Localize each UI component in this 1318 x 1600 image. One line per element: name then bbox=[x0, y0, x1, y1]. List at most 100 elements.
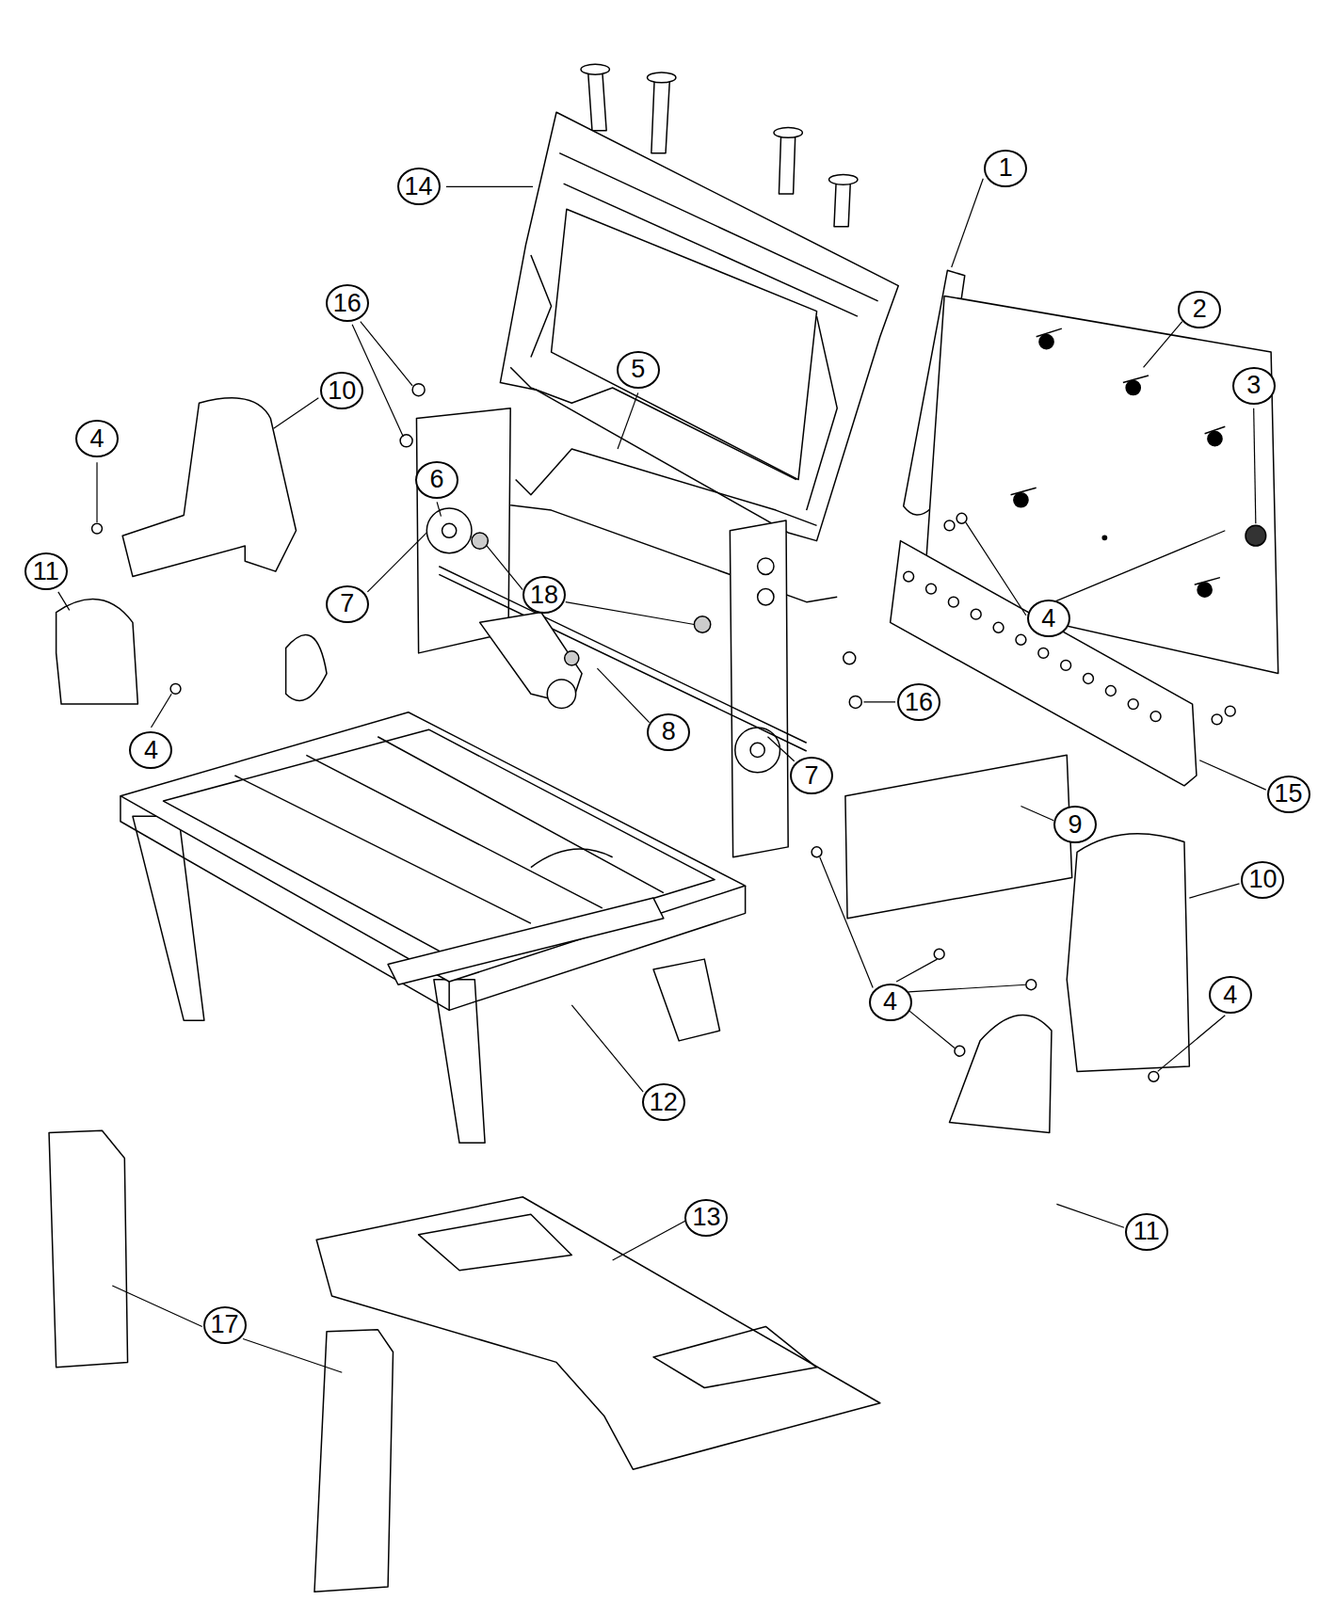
back-panel bbox=[1125, 380, 1141, 395]
headrest-post bbox=[773, 128, 803, 139]
hinge-plate bbox=[1127, 699, 1139, 710]
screw bbox=[400, 434, 413, 448]
headrest-post bbox=[651, 80, 671, 154]
leader-line bbox=[150, 693, 172, 728]
screw bbox=[954, 1045, 965, 1057]
callout-text: 7 bbox=[804, 763, 820, 789]
clip bbox=[1245, 525, 1267, 547]
leader-line bbox=[951, 178, 984, 268]
callout-text: 3 bbox=[1246, 372, 1261, 399]
nut bbox=[564, 651, 579, 666]
back-panel bbox=[1013, 493, 1029, 508]
back-panel bbox=[1011, 328, 1226, 585]
callout-number: 3 bbox=[1232, 367, 1276, 405]
rear-panel bbox=[845, 755, 1073, 918]
leader-line bbox=[352, 321, 413, 438]
seat-base-frame bbox=[120, 712, 746, 982]
trim-piece bbox=[48, 1130, 129, 1368]
hinge-plate bbox=[948, 596, 959, 608]
leader-line bbox=[612, 1221, 687, 1261]
seat-back-frame bbox=[499, 112, 899, 541]
screw bbox=[92, 384, 1237, 1083]
seat-back-frame bbox=[530, 255, 552, 357]
seat-belt-buckle bbox=[286, 612, 582, 709]
hinge-plate bbox=[1105, 686, 1116, 697]
screw bbox=[843, 652, 856, 665]
callout-text: 16 bbox=[904, 690, 933, 716]
hinge-plate bbox=[1038, 647, 1049, 659]
callout-number: 2 bbox=[1177, 290, 1222, 329]
seat-base-frame bbox=[387, 898, 664, 985]
seat-base-frame bbox=[132, 816, 205, 1021]
callout-text: 7 bbox=[339, 591, 354, 617]
seat-base-frame bbox=[234, 737, 663, 924]
hinge-plate bbox=[903, 571, 915, 582]
leader-line bbox=[1056, 1204, 1125, 1228]
callout-text: 14 bbox=[404, 174, 434, 200]
screw bbox=[1148, 1071, 1159, 1082]
nut bbox=[693, 616, 710, 633]
hinge-plate bbox=[1083, 674, 1094, 685]
callout-text: 12 bbox=[649, 1090, 678, 1116]
callout-number: 4 bbox=[868, 983, 913, 1022]
hinge-cover bbox=[949, 1014, 1052, 1133]
cross-rod bbox=[438, 566, 806, 752]
screw bbox=[412, 384, 425, 397]
headrest-post bbox=[834, 181, 851, 227]
hinge-plate bbox=[993, 622, 1004, 633]
seat-base-frame bbox=[433, 980, 485, 1143]
headrest-post bbox=[580, 64, 610, 75]
headrest-post bbox=[829, 174, 858, 185]
recliner-post bbox=[750, 742, 765, 757]
callout-number: 12 bbox=[642, 1083, 686, 1122]
callout-number: 16 bbox=[325, 284, 370, 322]
leader-line bbox=[96, 462, 97, 523]
trim-piece bbox=[314, 1330, 394, 1593]
seat-back-frame bbox=[551, 208, 818, 480]
recliner-post bbox=[426, 508, 472, 554]
clip bbox=[1245, 525, 1267, 547]
callout-number: 10 bbox=[1240, 861, 1285, 900]
leader-line bbox=[571, 1005, 643, 1093]
callout-text: 4 bbox=[1222, 982, 1238, 1009]
callout-number: 9 bbox=[1053, 805, 1097, 844]
leader-line bbox=[617, 392, 639, 450]
screw bbox=[933, 948, 945, 960]
hinge-plate bbox=[1150, 711, 1161, 723]
callout-number: 5 bbox=[616, 351, 660, 389]
screw bbox=[92, 523, 103, 534]
callout-number: 4 bbox=[1208, 976, 1253, 1014]
leader-line bbox=[1253, 408, 1256, 525]
callout-text: 15 bbox=[1274, 781, 1303, 807]
leader-line bbox=[436, 501, 441, 516]
seat-back-frame bbox=[559, 153, 878, 302]
callout-text: 8 bbox=[661, 719, 676, 745]
callout-text: 4 bbox=[1041, 606, 1056, 632]
leader-line bbox=[112, 1285, 342, 1373]
seat-back-frame bbox=[510, 367, 797, 480]
callout-number: 4 bbox=[1027, 599, 1071, 638]
nut bbox=[471, 532, 488, 549]
callout-number: 11 bbox=[24, 552, 68, 591]
floor-mat bbox=[653, 1326, 818, 1388]
screw bbox=[1026, 980, 1037, 991]
back-panel bbox=[1207, 432, 1222, 447]
seat-base-frame bbox=[653, 959, 720, 1042]
seat-base-frame bbox=[530, 849, 613, 868]
leader-line bbox=[273, 398, 320, 430]
callout-text: 17 bbox=[210, 1312, 240, 1338]
screw bbox=[849, 695, 862, 708]
callout-number: 4 bbox=[75, 419, 119, 458]
leader-line bbox=[58, 592, 70, 611]
leader-line bbox=[767, 737, 794, 762]
recliner-post bbox=[416, 408, 788, 858]
leader-line bbox=[367, 532, 427, 593]
floor-mat bbox=[316, 1197, 881, 1470]
seat-back-frame bbox=[499, 112, 899, 541]
leader-line bbox=[596, 668, 649, 723]
leader-line bbox=[1199, 760, 1266, 790]
callout-text: 4 bbox=[144, 738, 159, 764]
seat-wire bbox=[510, 449, 837, 603]
callout-number: 17 bbox=[203, 1306, 247, 1345]
